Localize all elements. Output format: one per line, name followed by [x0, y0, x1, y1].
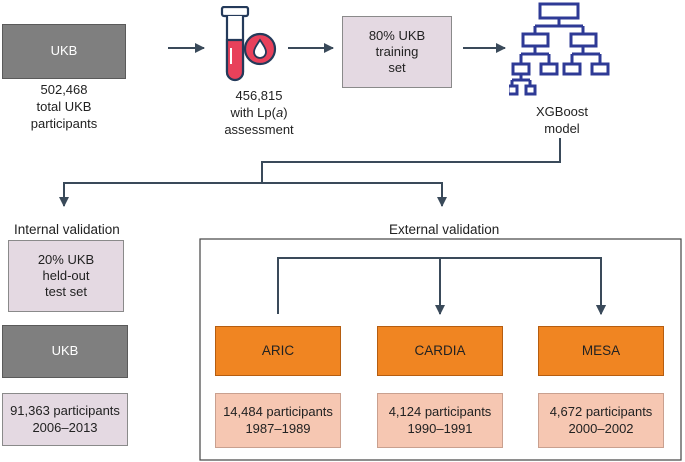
lpa-assessment: assessment	[224, 121, 294, 137]
ukb-cohort-box: UKB	[2, 325, 128, 378]
lpa-with-line: with Lp(a)	[230, 104, 288, 120]
ukb-box: UKB	[2, 24, 126, 79]
aric-participants-box: 14,484 participants 1987–1989	[215, 393, 341, 448]
lpa-caption: 456,815 with Lp(a) assessment	[212, 88, 306, 139]
decision-tree-icon	[509, 2, 610, 96]
model-caption: XGBoost model	[535, 104, 589, 136]
ukb-cohort-label: UKB	[51, 343, 79, 359]
ukb-participants-box: 91,363 participants 2006–2013	[2, 393, 128, 446]
aric-label: ARIC	[261, 342, 295, 358]
external-validation-title: External validation	[389, 222, 500, 237]
ukb-box-label: UKB	[50, 43, 78, 59]
split-to-internal-arrow	[59, 182, 262, 207]
aric-box: ARIC	[215, 326, 341, 376]
mesa-label: MESA	[581, 342, 621, 358]
mesa-participants-box: 4,672 participants 2000–2002	[538, 393, 664, 448]
cardia-participants-box: 4,124 participants 1990–1991	[377, 393, 503, 448]
external-validation-frame	[199, 238, 682, 461]
split-to-external-arrow	[262, 182, 447, 207]
lpa-count: 456,815	[235, 88, 283, 103]
model-split-line	[261, 138, 561, 183]
blood-sample-tube-icon	[220, 6, 277, 82]
internal-validation-title: Internal validation	[14, 222, 120, 237]
cardia-box: CARDIA	[377, 326, 503, 376]
mesa-box: MESA	[538, 326, 664, 376]
heldout-test-set-box: 20% UKB held-out test set	[8, 240, 124, 312]
ukb-caption: 502,468 total UKB participants	[30, 82, 98, 131]
training-set-box: 80% UKB training set	[342, 16, 452, 88]
cardia-label: CARDIA	[414, 342, 466, 358]
